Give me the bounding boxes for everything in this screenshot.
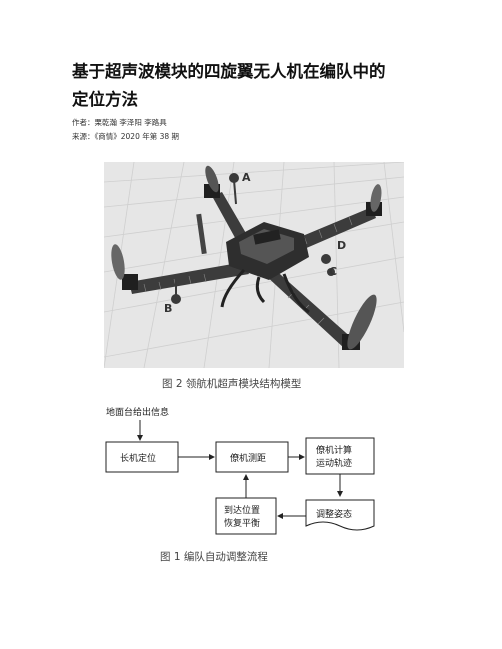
input-label: 地面台给出信息 <box>106 406 169 418</box>
flowchart-svg: 地面台给出信息 长机定位 僚机测距 僚机计算 运动轨迹 调整姿态 到达位置 恢复… <box>105 406 375 535</box>
label-d: D <box>337 239 346 252</box>
figure-2-caption: 图 2 领航机超声模块结构模型 <box>162 378 302 390</box>
svg-text:运动轨迹: 运动轨迹 <box>316 457 352 469</box>
label-a: A <box>242 171 251 184</box>
node-wingman-ranging: 僚机测距 <box>215 441 289 473</box>
ultrasonic-sensors <box>171 173 335 304</box>
motor-front-right <box>366 184 382 216</box>
flowchart-figure: 地面台给出信息 长机定位 僚机测距 僚机计算 运动轨迹 调整姿态 到达位置 恢复… <box>100 400 405 545</box>
drone-figure: A B C D <box>104 162 404 368</box>
article-title: 基于超声波模块的四旋翼无人机在编队中的 定位方法 <box>72 58 432 114</box>
motor-rear-left <box>111 244 138 290</box>
node-arrive-rebalance: 到达位置 恢复平衡 <box>215 497 277 535</box>
node-leader-positioning: 长机定位 <box>105 441 179 473</box>
svg-text:僚机测距: 僚机测距 <box>230 452 266 464</box>
title-line-1: 基于超声波模块的四旋翼无人机在编队中的 <box>72 62 386 81</box>
figure-1-caption: 图 1 编队自动调整流程 <box>160 551 268 563</box>
svg-text:调整姿态: 调整姿态 <box>316 508 352 520</box>
drone-body <box>226 222 309 280</box>
ground-grid <box>104 162 404 368</box>
title-line-2: 定位方法 <box>72 90 138 109</box>
svg-text:长机定位: 长机定位 <box>120 452 156 464</box>
svg-text:僚机计算: 僚机计算 <box>316 444 352 456</box>
label-b: B <box>164 302 172 315</box>
motor-front-left <box>204 165 220 198</box>
label-c: C <box>329 265 337 278</box>
source-line: 来源：《商情》2020 年第 38 期 <box>72 132 180 141</box>
node-adjust-attitude: 调整姿态 <box>305 499 375 531</box>
node-compute-trajectory: 僚机计算 运动轨迹 <box>305 437 375 475</box>
svg-text:到达位置: 到达位置 <box>224 504 260 516</box>
antenna <box>196 213 207 255</box>
svg-text:恢复平衡: 恢复平衡 <box>224 517 260 529</box>
drone-illustration: A B C D <box>104 162 404 368</box>
authors-line: 作者：栗乾瀚 李泽阳 李路具 <box>72 118 167 127</box>
landing-gear <box>220 268 310 314</box>
motor-rear-right <box>342 294 377 350</box>
